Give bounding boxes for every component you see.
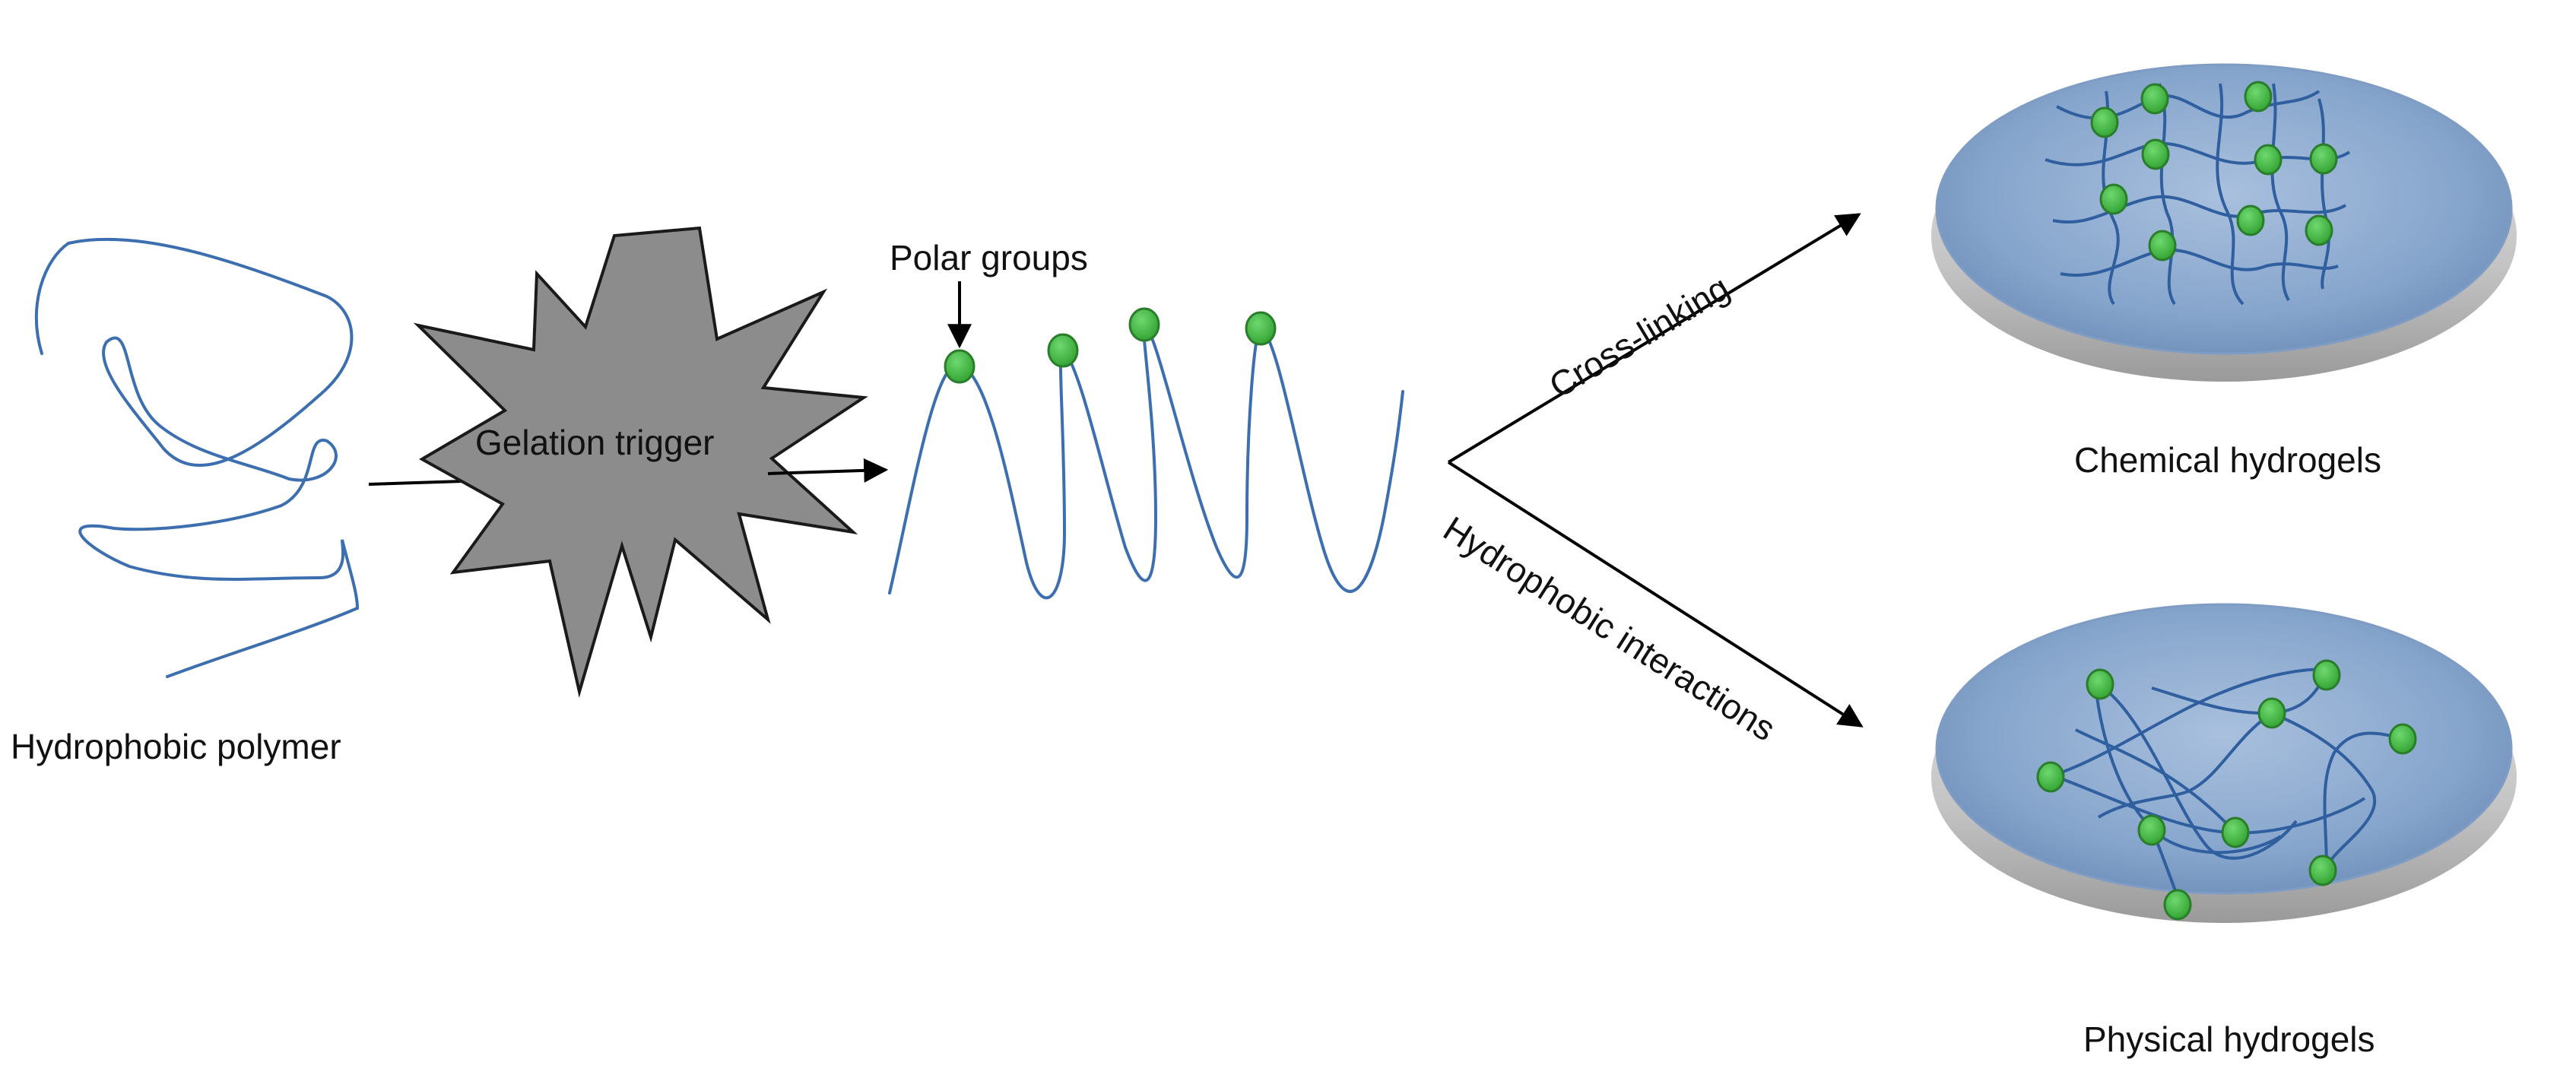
polar-group-dot (1047, 333, 1079, 368)
chemical-hydrogel-disc (1931, 63, 2517, 382)
polar-group-dots (944, 307, 1277, 384)
gelation-trigger-label: Gelation trigger (475, 423, 715, 462)
polar-group-dot (1245, 311, 1277, 346)
polar-polymer-chain (888, 323, 1404, 600)
polar-group-dot (1128, 307, 1160, 342)
physical-hydrogel-disc (1931, 603, 2517, 923)
hydrophobic-polymer-coil (34, 237, 360, 678)
gelation-trigger-starburst (413, 226, 868, 698)
crosslink-dots (2090, 81, 2338, 262)
polar-groups-label: Polar groups (890, 238, 1088, 277)
arrow-hydrophobic-interactions (1447, 461, 1864, 728)
polar-group-dot (944, 349, 976, 384)
arrow-trigger-to-polar (767, 458, 889, 483)
arrow-cross-linking (1447, 213, 1861, 464)
chemical-hydrogels-label: Chemical hydrogels (2074, 440, 2381, 480)
physical-bond-dots (2036, 659, 2417, 921)
physical-hydrogels-label: Physical hydrogels (2083, 1019, 2375, 1059)
hydrophobic-polymer-label: Hydrophobic polymer (11, 727, 341, 766)
